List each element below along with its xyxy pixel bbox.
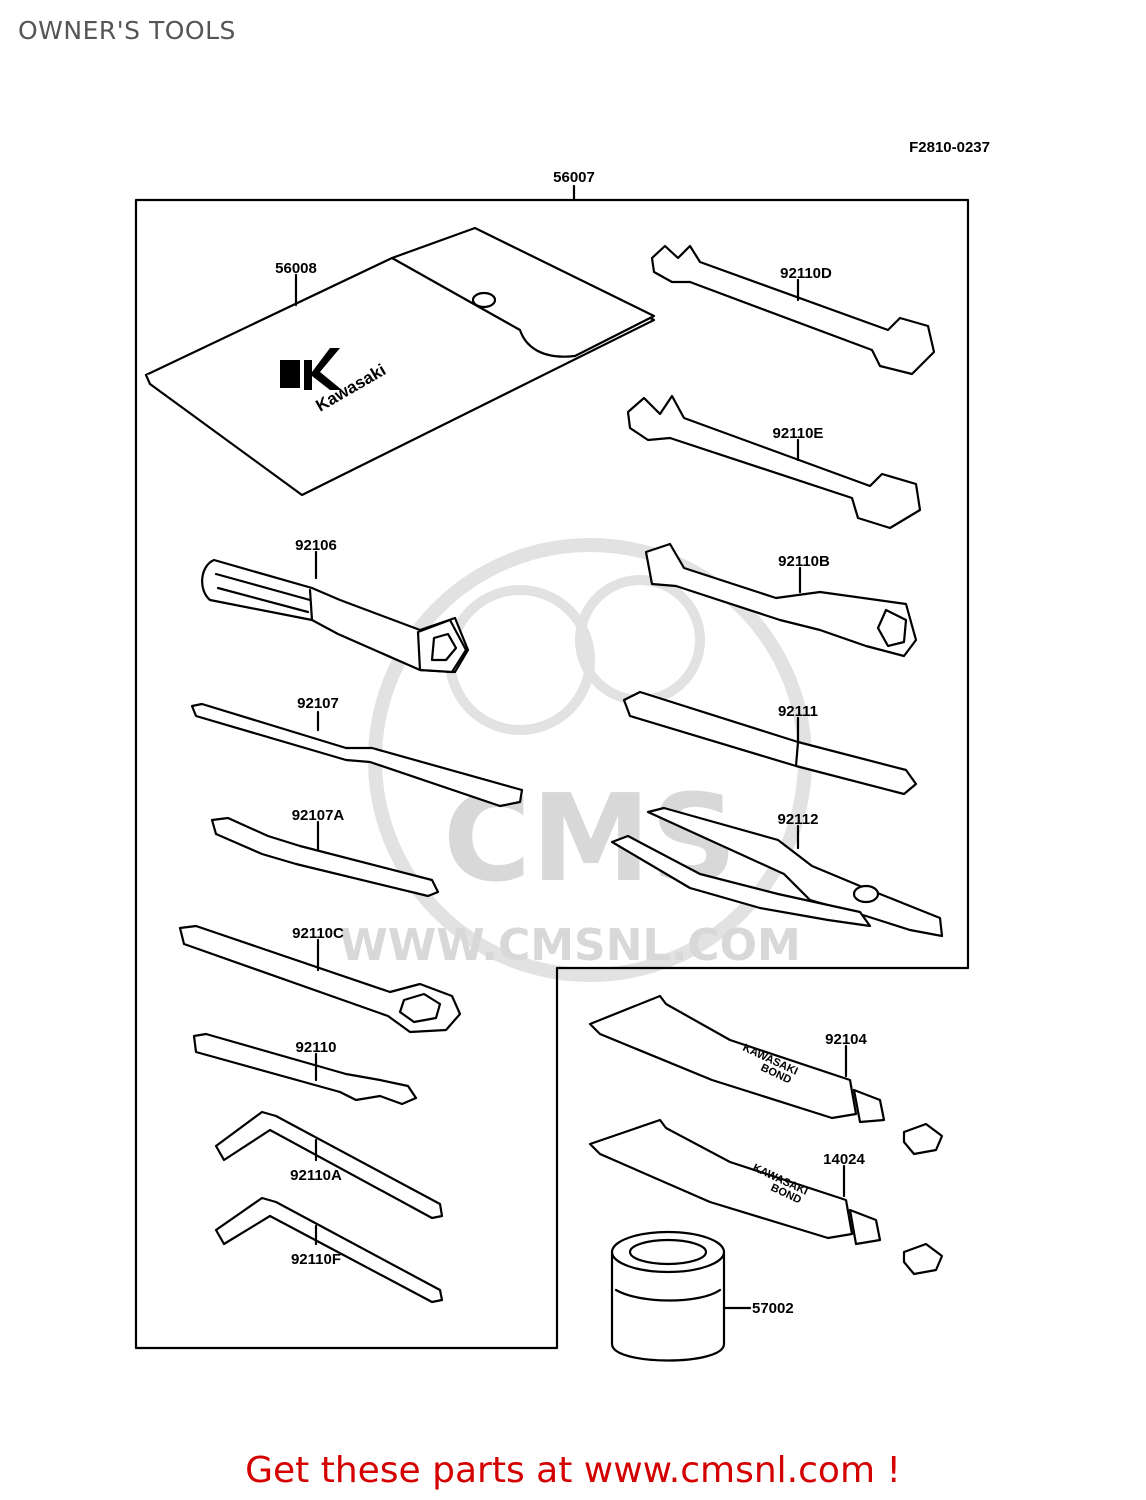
part-label-92111[interactable]: 92111 [778, 703, 818, 720]
page-title: OWNER'S TOOLS [18, 16, 236, 45]
part-label-92106[interactable]: 92106 [295, 537, 337, 554]
ring-spanner-92110c[interactable]: 92110C [178, 924, 462, 1034]
hex-key-92110a[interactable]: 92110A [214, 1110, 444, 1220]
part-label-92110a[interactable]: 92110A [290, 1167, 342, 1184]
part-label-92110c[interactable]: 92110C [292, 925, 344, 942]
kit-outline-56007: 56007 [134, 169, 970, 1350]
part-label-56008[interactable]: 56008 [275, 260, 317, 277]
watermark-url: WWW.CMSNL.COM [339, 920, 801, 971]
parts-diagram: CMS WWW.CMSNL.COM F2810-0237 56007 Kawas… [134, 139, 990, 1362]
part-label-92107[interactable]: 92107 [297, 695, 339, 712]
part-label-92110e[interactable]: 92110E [773, 425, 824, 442]
figure-code: F2810-0237 [909, 139, 990, 156]
bond-tube-92104[interactable]: KAWASAKI BOND 92104 [588, 994, 944, 1156]
pipe-handle-92111[interactable]: 92111 [622, 690, 918, 796]
box-wrench-92110b[interactable]: 92110B [644, 542, 918, 658]
footer-parts-link[interactable]: Get these parts at www.cmsnl.com ! [245, 1450, 901, 1491]
part-label-92104[interactable]: 92104 [825, 1031, 867, 1048]
part-label-92110f[interactable]: 92110F [291, 1251, 341, 1268]
c-spanner-92110[interactable]: 92110 [192, 1032, 418, 1106]
part-label-92107a[interactable]: 92107A [292, 807, 345, 824]
spanner-92110e[interactable]: 92110E [626, 394, 922, 530]
screwdriver-92107[interactable]: 92107 [190, 695, 524, 808]
part-label-56007[interactable]: 56007 [553, 169, 595, 186]
part-label-14024[interactable]: 14024 [823, 1151, 865, 1168]
part-label-92110b[interactable]: 92110B [778, 553, 830, 570]
tool-bag-56008[interactable]: Kawasaki 56008 [144, 226, 656, 497]
bond-tube-14024[interactable]: KAWASAKI BOND 14024 [588, 1118, 944, 1276]
screwdriver-92107a[interactable]: 92107A [210, 807, 440, 898]
part-label-92110d[interactable]: 92110D [780, 265, 832, 282]
part-label-92110[interactable]: 92110 [296, 1039, 337, 1056]
part-label-57002[interactable]: 57002 [752, 1300, 794, 1317]
spanner-92110d[interactable]: 92110D [650, 244, 936, 376]
part-label-92112[interactable]: 92112 [778, 811, 819, 828]
grease-can-57002[interactable]: 57002 [610, 1230, 794, 1362]
hex-key-92110f[interactable]: 92110F [214, 1196, 444, 1304]
pliers-92112[interactable]: 92112 [610, 806, 944, 938]
handle-92106[interactable]: 92106 [201, 537, 470, 674]
